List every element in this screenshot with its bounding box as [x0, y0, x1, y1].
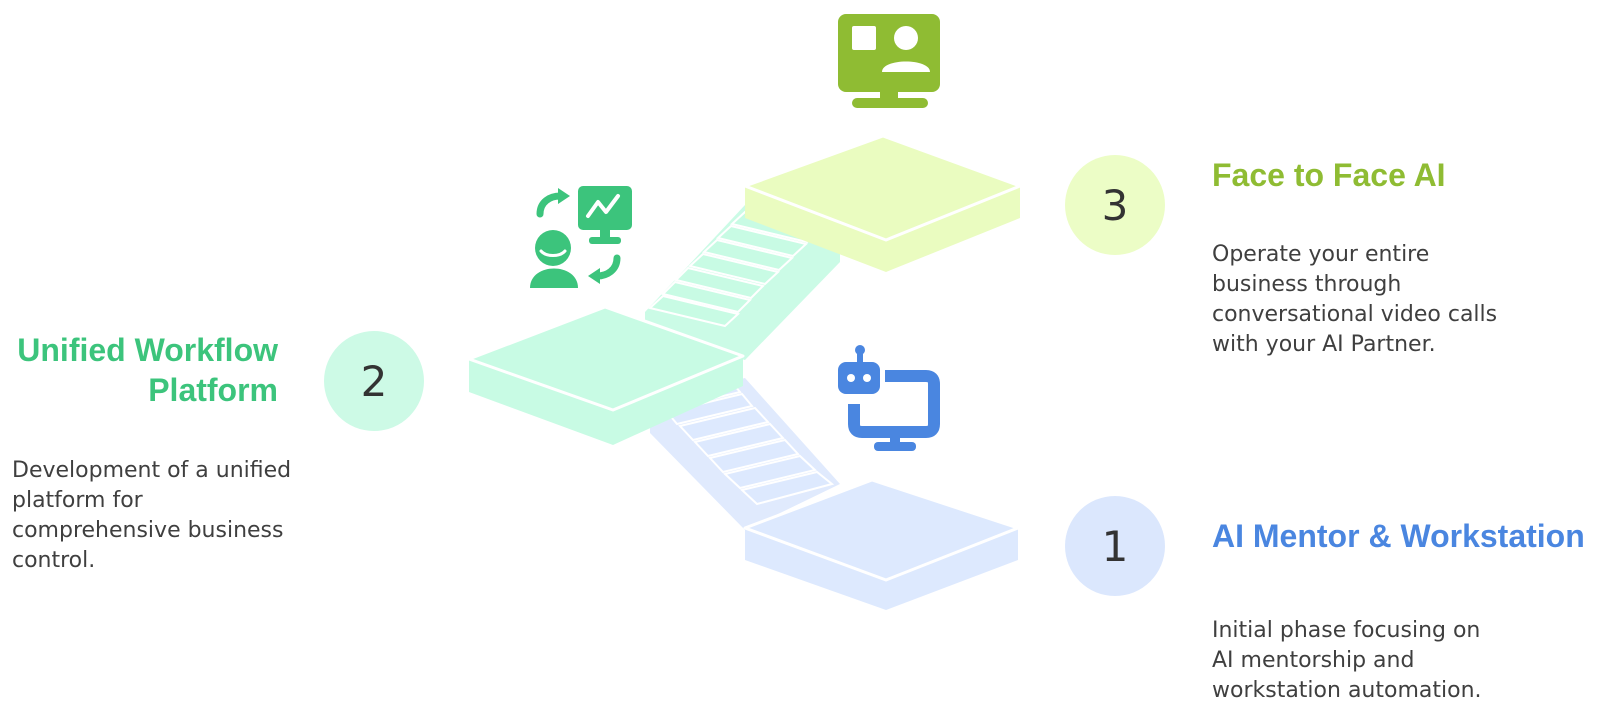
step-3-description-line: Operate your entire	[1212, 242, 1430, 267]
video-call-icon	[838, 14, 940, 108]
user-workflow-icon	[530, 186, 632, 288]
step-2-title: Unified Workflow Platform	[17, 330, 278, 410]
step-1-description-line: workstation automation.	[1212, 678, 1482, 703]
step-2-title-line: Unified Workflow	[17, 332, 278, 368]
robot-computer-icon	[838, 345, 940, 451]
step-2-description-line: Development of a unified	[12, 458, 292, 483]
platform-step-3	[743, 134, 1022, 272]
step-3-description: Operate your entire business through con…	[1212, 240, 1497, 360]
step-1-badge: 1	[1065, 496, 1165, 596]
step-1-description-line: AI mentorship and	[1212, 648, 1415, 673]
step-3-description-line: business through	[1212, 272, 1402, 297]
step-2-circle	[324, 331, 424, 431]
step-1-description-line: Initial phase focusing on	[1212, 618, 1481, 643]
step-2-title-line: Platform	[148, 372, 278, 408]
step-2-description-line: control.	[12, 548, 96, 573]
platform-3-top	[743, 134, 1022, 242]
step-1-description: Initial phase focusing on AI mentorship …	[1212, 616, 1482, 706]
step-3-number: 3	[1102, 181, 1129, 230]
step-2-description-line: platform for	[12, 488, 143, 513]
step-2-description: Development of a unified platform for co…	[12, 456, 291, 576]
step-2-badge: 2	[324, 331, 424, 431]
platform-2-top	[467, 305, 745, 412]
stairs-1-to-2	[650, 378, 840, 530]
step-3-description-line: conversational video calls	[1212, 302, 1498, 327]
step-1-title: AI Mentor & Workstation	[1212, 518, 1585, 554]
platform-step-1	[743, 478, 1020, 610]
platform-step-2	[467, 305, 745, 445]
step-3-badge: 3	[1065, 155, 1165, 255]
platform-1-top	[743, 478, 1020, 582]
step-1-circle	[1065, 496, 1165, 596]
step-2-number: 2	[361, 357, 388, 406]
step-1-number: 1	[1102, 522, 1129, 571]
step-3-description-line: with your AI Partner.	[1212, 332, 1436, 357]
step-2-description-line: comprehensive business	[12, 518, 284, 543]
step-3-title: Face to Face AI	[1212, 157, 1446, 193]
step-3-circle	[1065, 155, 1165, 255]
